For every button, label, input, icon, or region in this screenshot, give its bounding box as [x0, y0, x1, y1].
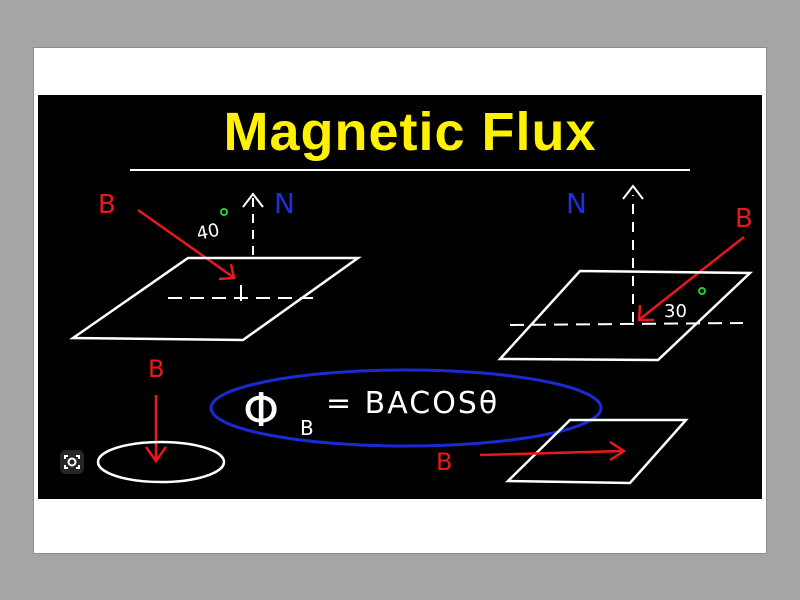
- label-n-right: N: [566, 187, 587, 220]
- field-arrow-left: [137, 208, 234, 279]
- degree-mark-right: [698, 287, 706, 295]
- field-arrow-down-head: [144, 446, 168, 464]
- formula-subscript: B: [300, 416, 314, 440]
- label-n-left: N: [274, 187, 295, 220]
- degree-mark-left: [220, 208, 228, 216]
- formula-phi: Φ: [243, 383, 279, 437]
- plane-left: [69, 256, 362, 342]
- field-arrow-left-head: [218, 263, 236, 281]
- magnetic-flux-diagram: Magnetic Flux B 40 N N B 30 B: [69, 102, 754, 485]
- lens-search-icon[interactable]: [57, 447, 87, 477]
- formula-rhs: = BACOSθ: [326, 386, 499, 421]
- label-b-left-bottom: B: [148, 355, 164, 383]
- field-arrow-parallel-head: [609, 440, 627, 462]
- plane-right-dash: [509, 322, 744, 326]
- label-b-left-top: B: [98, 190, 116, 220]
- field-arrow-right: [639, 236, 745, 320]
- label-b-right-top: B: [735, 204, 753, 234]
- current-loop: [96, 440, 226, 484]
- formula-ring: [209, 368, 603, 448]
- title-text: Magnetic Flux: [223, 102, 596, 162]
- plane-right: [497, 269, 754, 362]
- blackboard: Magnetic Flux B 40 N N B 30 B: [38, 95, 762, 499]
- field-arrow-right-head: [637, 304, 654, 322]
- normal-left-head: [242, 192, 264, 208]
- angle-left-label: 40: [195, 220, 222, 245]
- field-arrow-parallel: [479, 449, 624, 457]
- label-b-right-bottom: B: [436, 448, 452, 476]
- plane-bottom-right: [504, 418, 689, 485]
- normal-right-head: [622, 184, 644, 200]
- angle-right-label: 30: [664, 301, 687, 322]
